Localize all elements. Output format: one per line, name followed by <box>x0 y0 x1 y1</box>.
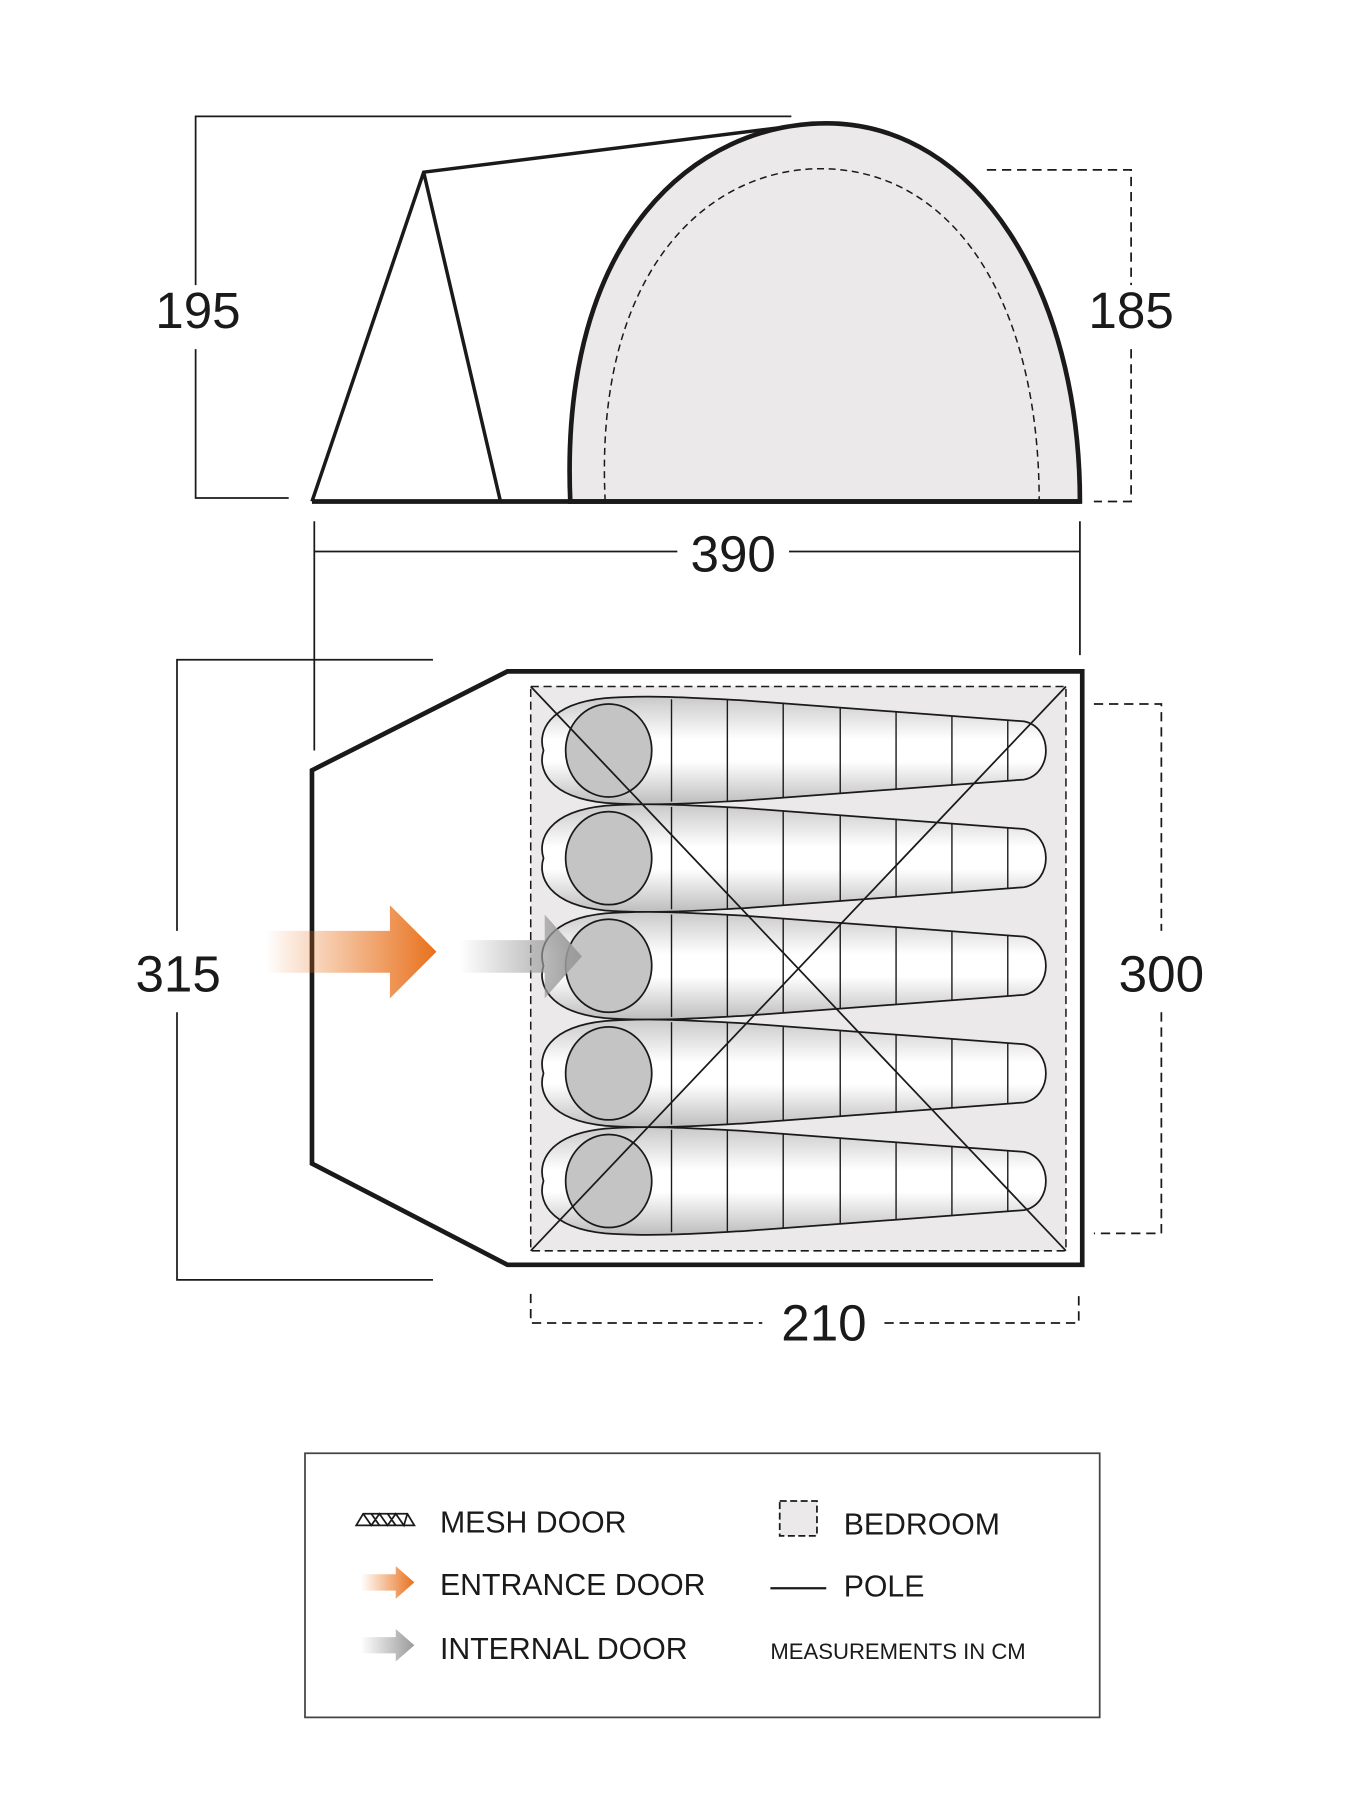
legend-mesh-door: MESH DOOR <box>440 1506 627 1539</box>
dimension-line-195 <box>194 115 792 499</box>
entrance-door-arrow <box>265 905 437 999</box>
dimension-line-300 <box>1093 703 1163 1235</box>
sleeping-bags <box>541 695 1047 1236</box>
internal-door-arrow <box>459 914 582 999</box>
legend-units-note: MEASUREMENTS IN CM <box>770 1639 1025 1664</box>
bedroom-inner-dashed <box>603 167 1040 502</box>
sleeping-bag <box>541 911 1047 1021</box>
bag-hood <box>564 918 653 1014</box>
dimension-line-210 <box>529 1293 1080 1324</box>
pole-cross <box>530 685 1067 1252</box>
side-view <box>194 115 1132 751</box>
legend: MESH DOOR ENTRANCE DOOR INTERNAL DOOR BE… <box>304 1452 1101 1719</box>
dim-195: 195 <box>155 282 240 339</box>
dimension-line-185 <box>986 169 1132 503</box>
dim-390: 390 <box>690 525 775 582</box>
dimension-line-390 <box>313 521 1081 751</box>
dim-210: 210 <box>781 1294 866 1351</box>
porch-outline <box>310 121 815 503</box>
bag-hood <box>564 703 653 798</box>
dim-315: 315 <box>135 945 220 1002</box>
bedroom-dome <box>567 121 1083 504</box>
mesh-door-icon <box>354 1512 416 1528</box>
dim-185: 185 <box>1088 282 1173 339</box>
sleeping-bag <box>541 1018 1047 1129</box>
bag-hood <box>564 1025 653 1121</box>
legend-bedroom: BEDROOM <box>844 1509 1000 1542</box>
sleeping-bag <box>541 1126 1047 1236</box>
bag-hood <box>564 810 653 906</box>
legend-entrance-door: ENTRANCE DOOR <box>440 1569 706 1602</box>
dim-300: 300 <box>1119 945 1204 1002</box>
internal-door-legend-icon <box>360 1628 415 1662</box>
sleeping-bag <box>541 695 1047 806</box>
dimension-line-315 <box>176 658 433 1281</box>
bedroom-legend-icon <box>778 1500 818 1537</box>
plan-view <box>176 658 1163 1324</box>
legend-internal-door: INTERNAL DOOR <box>440 1633 688 1666</box>
bag-hood <box>564 1133 653 1229</box>
legend-pole: POLE <box>844 1570 925 1603</box>
